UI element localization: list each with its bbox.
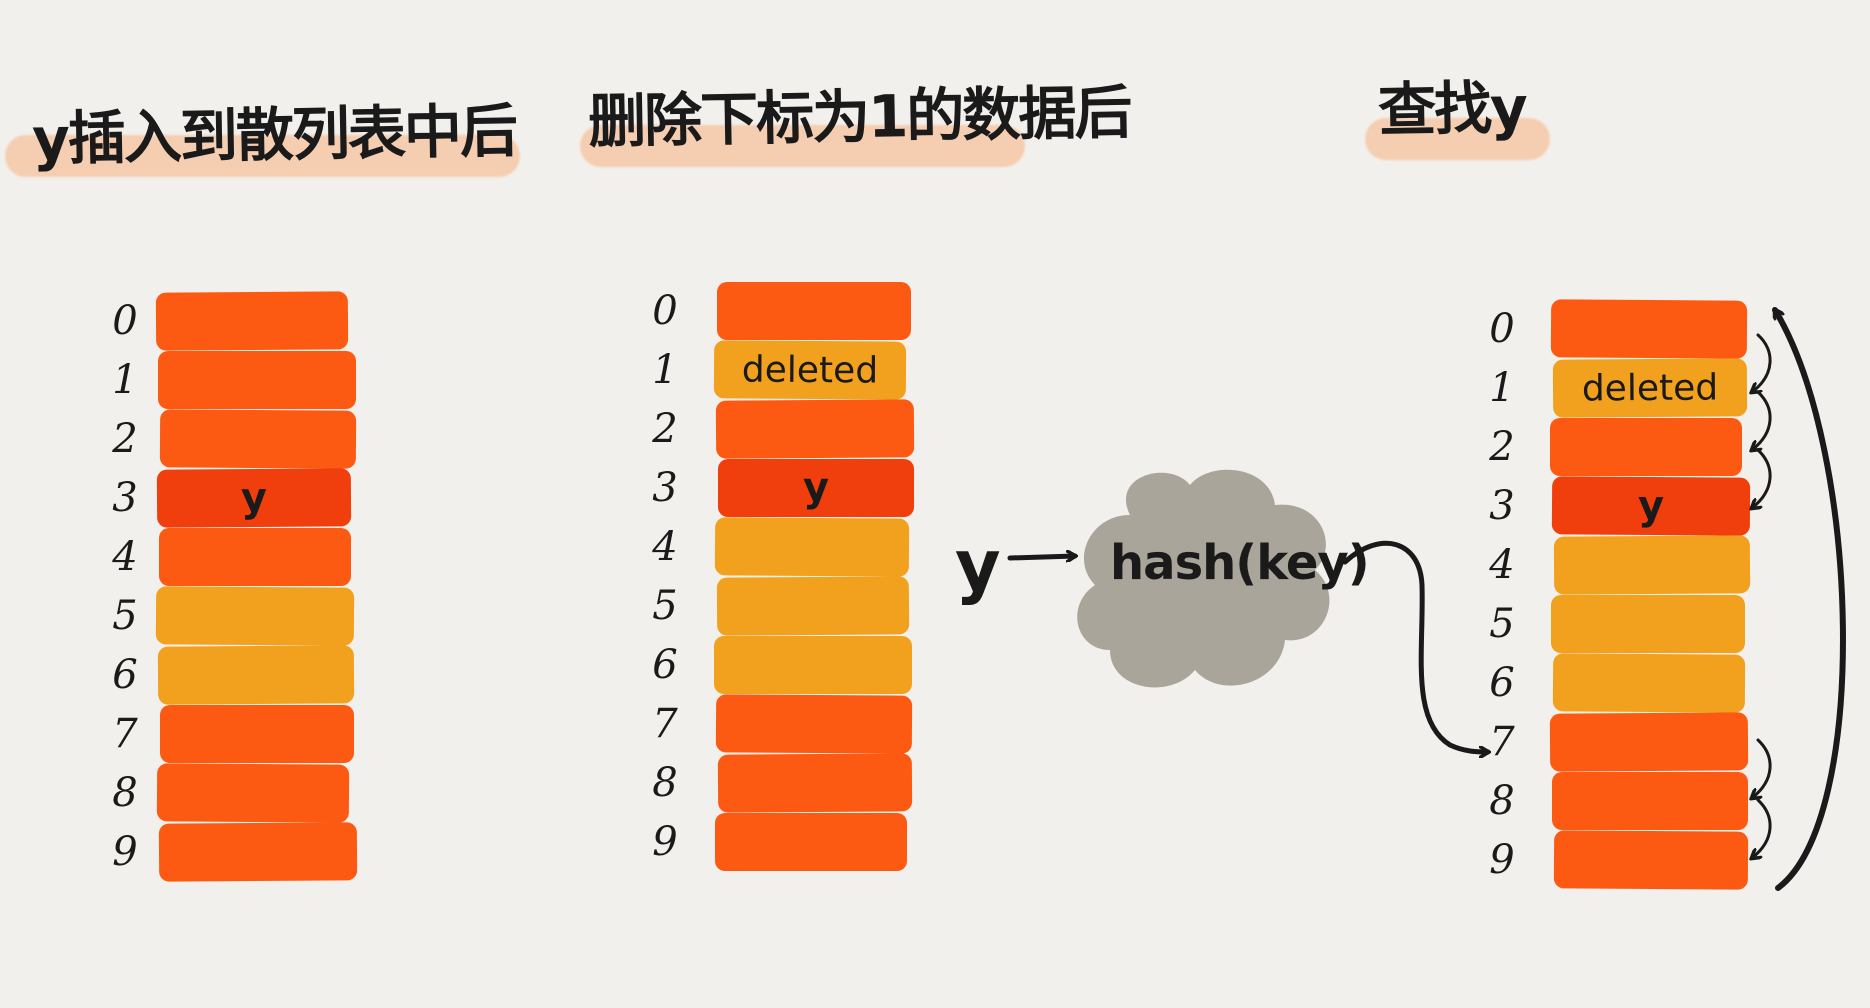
table-2-slot-8	[1552, 772, 1748, 830]
slot-index: 9	[112, 829, 138, 875]
title-highlight-left	[5, 135, 520, 177]
table-2-slot-2	[1550, 418, 1742, 476]
slot-label: y	[802, 465, 830, 511]
slot-index: 5	[652, 583, 678, 629]
slot-index: 5	[112, 593, 138, 639]
table-2-slot-5	[1551, 595, 1745, 653]
slot-index: 1	[1489, 365, 1515, 411]
slot-index: 2	[652, 406, 678, 452]
slot-index: 4	[652, 524, 678, 570]
table-0-slot-1	[158, 351, 356, 409]
slot-index: 5	[1489, 601, 1515, 647]
slot-index: 7	[1489, 719, 1515, 765]
title-highlight-right	[1365, 118, 1550, 160]
hash-function-label: hash(key)	[1110, 535, 1370, 591]
slot-index: 3	[652, 465, 678, 511]
wrap-around-arrow	[1772, 310, 1846, 891]
slot-index: 3	[1489, 483, 1515, 529]
slot-index: 0	[652, 288, 678, 334]
table-1-slot-6	[714, 636, 912, 694]
table-0-slot-4	[159, 528, 351, 586]
title-after-insert: y插入到散列表中后	[31, 96, 517, 174]
slot-index: 0	[112, 298, 138, 344]
table-1-slot-3-target: y	[718, 459, 914, 517]
probe-arrow-2-3	[1752, 448, 1772, 508]
slot-index: 7	[652, 701, 678, 747]
slot-index: 4	[1489, 542, 1515, 588]
title-find: 查找y	[1377, 73, 1527, 145]
probe-arrow-8-9	[1752, 798, 1772, 858]
slot-index: 7	[112, 711, 138, 757]
slot-index: 9	[1489, 837, 1515, 883]
probe-arrow-1-2	[1752, 390, 1772, 450]
lookup-key-label: y	[955, 525, 1001, 607]
key-to-hash-arrow	[1007, 556, 1075, 558]
slot-index: 3	[112, 475, 138, 521]
slot-index: 6	[112, 652, 138, 698]
slot-index: 8	[1489, 778, 1515, 824]
table-1-slot-9	[715, 813, 907, 871]
probe-arrow-7-8	[1752, 738, 1772, 798]
slot-index: 9	[652, 819, 678, 865]
title-highlight-middle	[580, 125, 1025, 167]
slot-index: 8	[652, 760, 678, 806]
hash-to-index-arrow	[1342, 540, 1488, 752]
slot-index: 2	[112, 416, 138, 462]
slot-index: 1	[652, 347, 678, 393]
slot-index: 1	[112, 357, 138, 403]
slot-index: 4	[112, 534, 138, 580]
probe-arrow-0-1	[1752, 333, 1772, 392]
slot-index: 8	[112, 770, 138, 816]
table-0-slot-7	[160, 705, 354, 763]
title-after-delete: 删除下标为1的数据后	[587, 78, 1131, 156]
slot-index: 6	[1489, 660, 1515, 706]
slot-index: 2	[1489, 424, 1515, 470]
slot-index: 0	[1489, 306, 1515, 352]
slot-index: 6	[652, 642, 678, 688]
hash-cloud	[1077, 469, 1330, 688]
table-1-slot-0	[717, 282, 911, 340]
